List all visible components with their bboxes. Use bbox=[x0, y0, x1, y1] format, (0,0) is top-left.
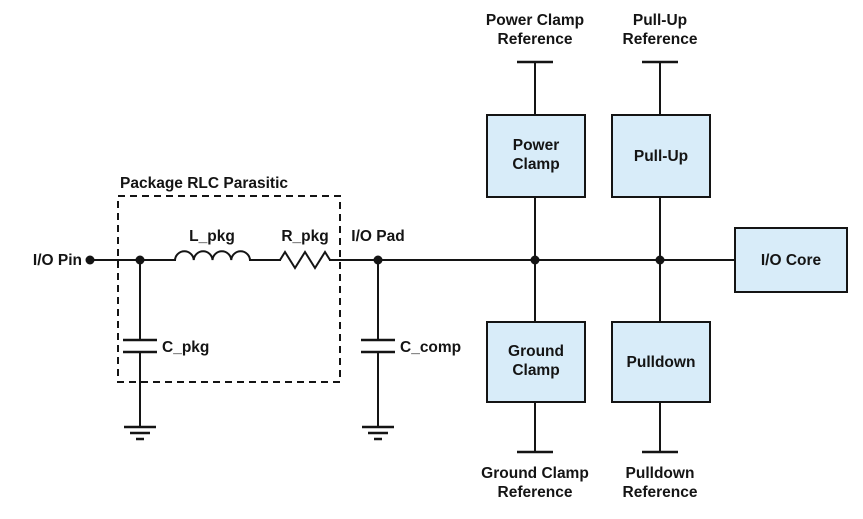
ground-clamp-label-line1: Ground bbox=[508, 343, 564, 360]
ground-clamp-label-line2: Clamp bbox=[512, 362, 559, 379]
ground-clamp-ref-label-line2: Reference bbox=[498, 484, 573, 501]
pull-up-ref-label-line2: Reference bbox=[623, 31, 698, 48]
inductor-icon bbox=[174, 250, 251, 261]
power-clamp-block bbox=[486, 114, 586, 198]
pull-up-ref-label-line1: Pull-Up bbox=[633, 12, 687, 29]
ccomp-label: C_comp bbox=[400, 339, 461, 356]
pulldown-ref-label-line2: Reference bbox=[623, 484, 698, 501]
resistor-label: R_pkg bbox=[281, 228, 328, 245]
power-clamp-ref-label-line1: Power Clamp bbox=[486, 12, 584, 29]
ground-clamp-block bbox=[486, 321, 586, 403]
pulldown-label: Pulldown bbox=[627, 354, 696, 371]
resistor-icon bbox=[279, 250, 331, 270]
cpkg-label: C_pkg bbox=[162, 339, 209, 356]
inductor-label: L_pkg bbox=[189, 228, 235, 245]
power-clamp-ref-label-line2: Reference bbox=[498, 31, 573, 48]
power-clamp-label-line1: Power bbox=[513, 137, 560, 154]
cpkg-ground-icon bbox=[124, 425, 156, 441]
pulldown-block bbox=[611, 321, 711, 403]
ground-clamp-ref-label-line1: Ground Clamp bbox=[481, 465, 589, 482]
io-core-label: I/O Core bbox=[761, 252, 822, 269]
power-clamp-label-line2: Clamp bbox=[512, 156, 559, 173]
pulldown-ref-label-line1: Pulldown bbox=[626, 465, 695, 482]
pull-up-label: Pull-Up bbox=[634, 148, 688, 165]
io-core-block bbox=[734, 227, 848, 293]
io-pad-label: I/O Pad bbox=[351, 228, 404, 245]
pull-up-block bbox=[611, 114, 711, 198]
ccomp-ground-icon bbox=[362, 425, 394, 441]
package-parasitic-title: Package RLC Parasitic bbox=[120, 175, 288, 192]
io-pin-label: I/O Pin bbox=[33, 252, 82, 269]
io-pin-node bbox=[85, 255, 95, 265]
package-parasitic-dashed-box bbox=[117, 195, 341, 383]
